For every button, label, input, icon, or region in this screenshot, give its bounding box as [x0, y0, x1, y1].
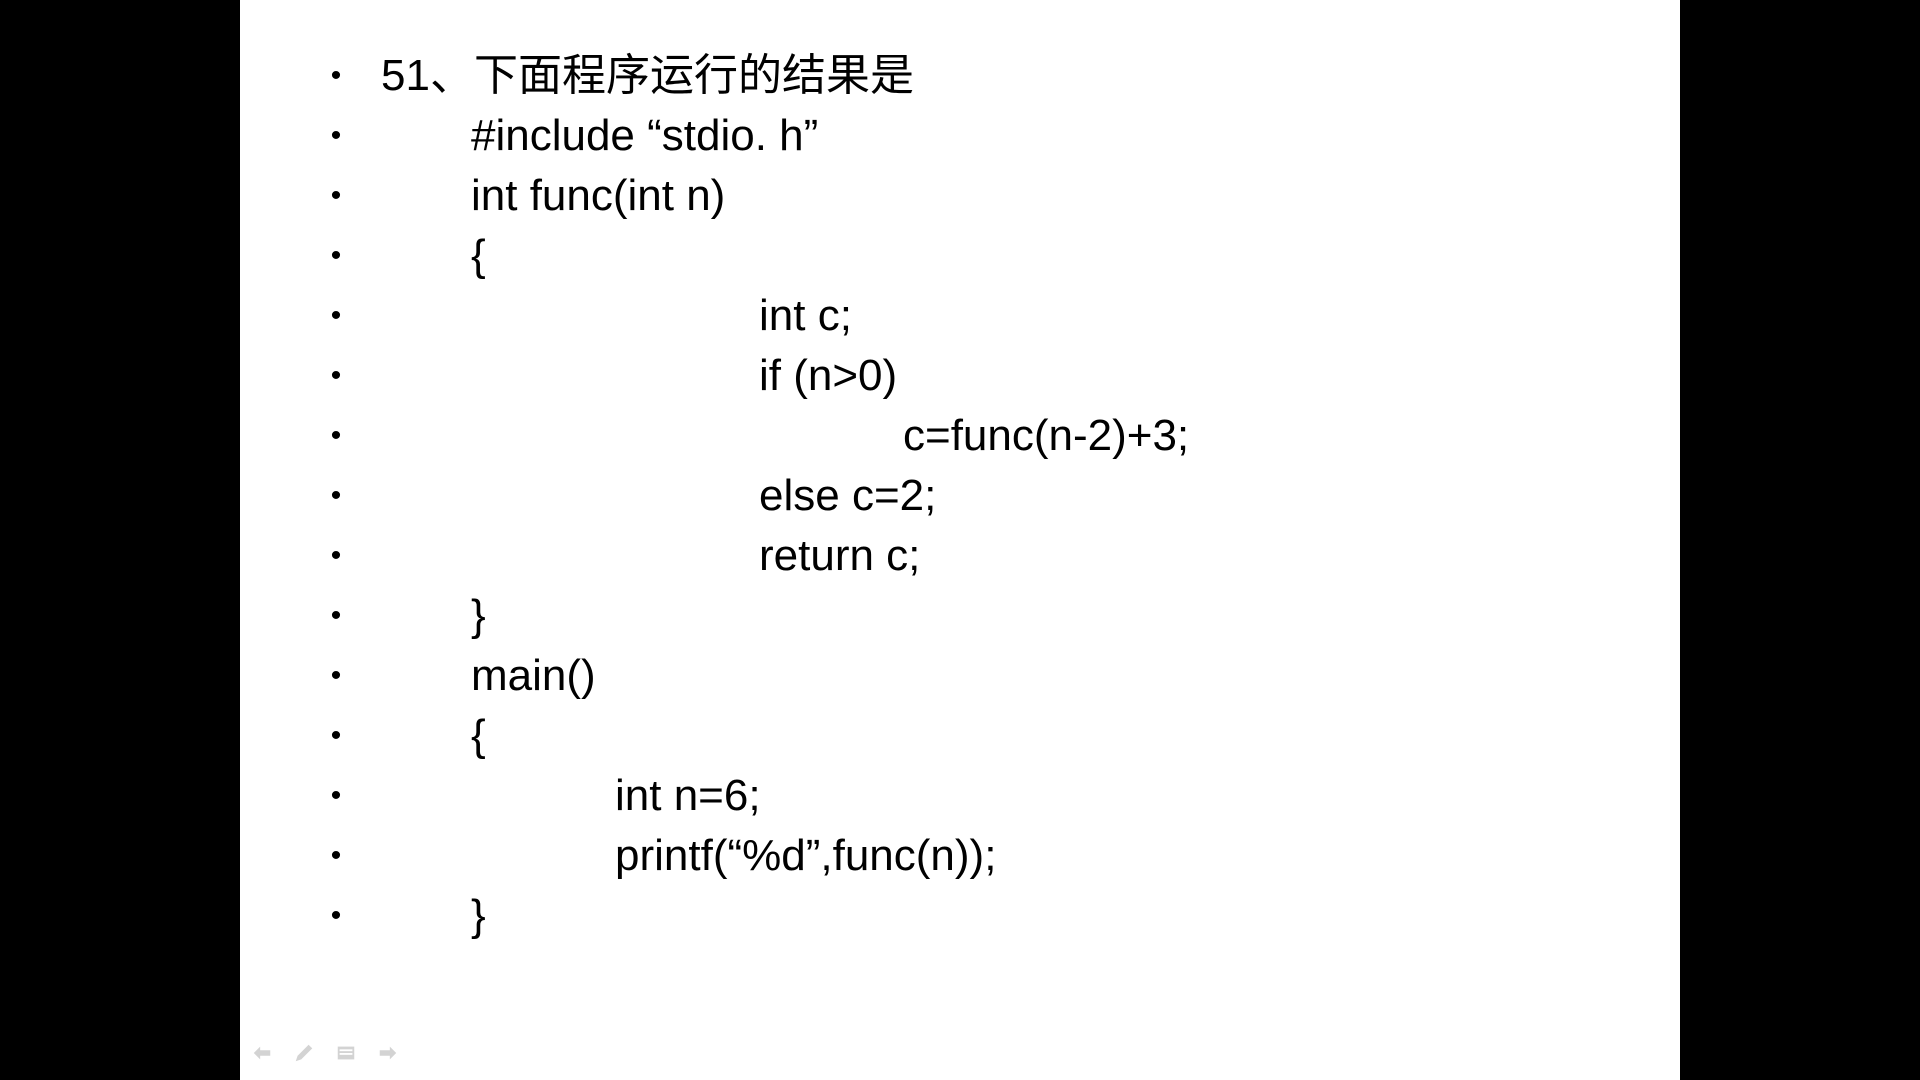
bullet-dot: • — [330, 419, 342, 452]
bullet-dot: • — [330, 539, 342, 572]
code-line: else c=2; — [759, 471, 937, 520]
bullet-line: • int c; — [240, 286, 1680, 346]
bullet-dot: • — [330, 659, 342, 692]
bullet-line: • 51、下面程序运行的结果是 — [240, 46, 1680, 106]
bullet-line: • main() — [240, 646, 1680, 706]
code-line: int func(int n) — [471, 171, 726, 220]
code-line: c=func(n-2)+3; — [903, 411, 1190, 460]
code-line: if (n>0) — [759, 351, 898, 400]
bullet-dot: • — [330, 59, 342, 92]
code-line: printf(“%d”,func(n)); — [615, 831, 997, 880]
pen-icon[interactable] — [292, 1041, 316, 1065]
menu-icon[interactable] — [334, 1041, 358, 1065]
bullet-dot: • — [330, 179, 342, 212]
bullet-dot: • — [330, 839, 342, 872]
bullet-line: •} — [240, 586, 1680, 646]
question-title: 51、下面程序运行的结果是 — [381, 51, 914, 100]
bullet-line: •{ — [240, 706, 1680, 766]
code-line: { — [471, 711, 486, 760]
bullet-line: • c=func(n-2)+3; — [240, 406, 1680, 466]
bullet-line: • printf(“%d”,func(n)); — [240, 826, 1680, 886]
bullet-line: • else c=2; — [240, 466, 1680, 526]
code-line: int c; — [759, 291, 852, 340]
code-line: #include “stdio. h” — [471, 111, 819, 160]
code-line: int n=6; — [615, 771, 761, 820]
bullet-line: • int n=6; — [240, 766, 1680, 826]
code-line: } — [471, 891, 486, 940]
bullet-dot: • — [330, 119, 342, 152]
bullet-dot: • — [330, 719, 342, 752]
bullet-dot: • — [330, 899, 342, 932]
bullet-dot: • — [330, 479, 342, 512]
bullet-line: • int func(int n) — [240, 166, 1680, 226]
bullet-line: •{ — [240, 226, 1680, 286]
bullet-dot: • — [330, 359, 342, 392]
bullet-dot: • — [330, 239, 342, 272]
slide: • 51、下面程序运行的结果是 • #include “stdio. h” • int f… — [240, 0, 1680, 1080]
code-line: return c; — [759, 531, 921, 580]
code-line: main() — [471, 651, 596, 700]
code-line: { — [471, 231, 486, 280]
code-line: } — [471, 591, 486, 640]
bullet-dot: • — [330, 599, 342, 632]
slideshow-nav-controls — [250, 1038, 400, 1068]
bullet-line: • if (n>0) — [240, 346, 1680, 406]
bullet-dot: • — [330, 299, 342, 332]
bullet-dot: • — [330, 779, 342, 812]
bullet-line: • return c; — [240, 526, 1680, 586]
next-slide-icon[interactable] — [376, 1041, 400, 1065]
bullet-line: •} — [240, 886, 1680, 946]
prev-slide-icon[interactable] — [250, 1041, 274, 1065]
bullet-line: • #include “stdio. h” — [240, 106, 1680, 166]
bullet-list: • 51、下面程序运行的结果是 • #include “stdio. h” • int f… — [240, 46, 1680, 946]
